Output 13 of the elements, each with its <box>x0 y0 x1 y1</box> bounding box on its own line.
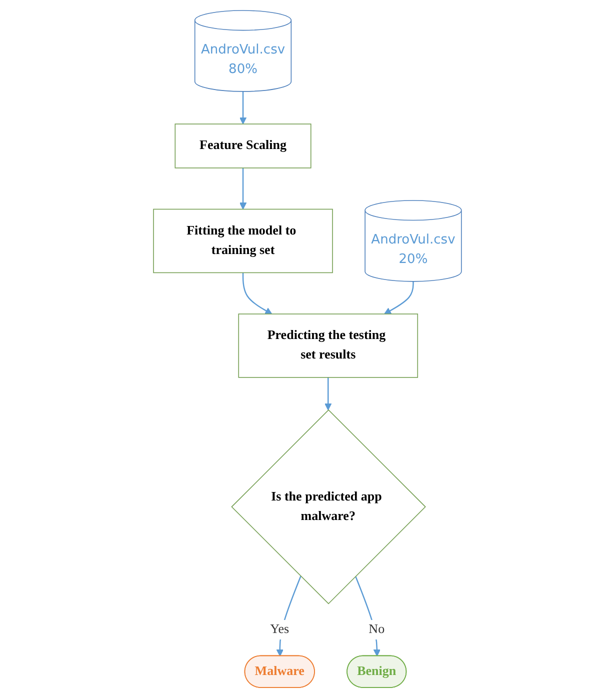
edge-label: Yes <box>270 622 289 636</box>
arrow <box>354 576 380 656</box>
arrow <box>384 280 414 314</box>
arrow <box>324 376 332 410</box>
arrow <box>276 576 301 656</box>
node-box: Predicting the testing set results <box>238 313 418 378</box>
arrow <box>238 167 246 210</box>
arrow <box>238 90 246 124</box>
node-box: Feature Scaling <box>174 123 311 168</box>
node-box: Fitting the model to training set <box>152 208 332 273</box>
node-diamond: Is the predicted app malware? <box>230 408 426 604</box>
arrow <box>242 272 272 314</box>
edge-label: No <box>368 622 384 636</box>
